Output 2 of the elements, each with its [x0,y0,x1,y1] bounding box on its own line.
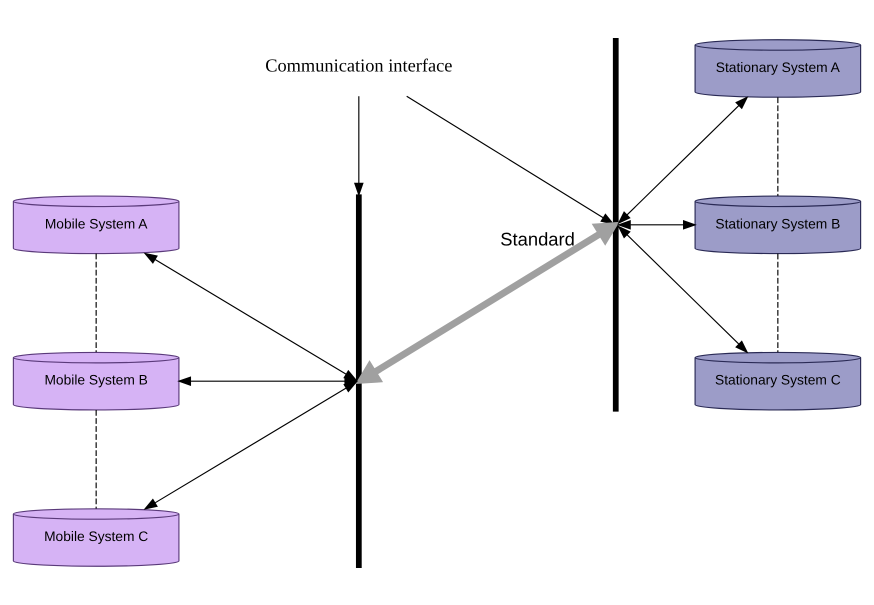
edge-label: Standard [500,228,575,249]
node-text: Communication interface [265,55,452,76]
